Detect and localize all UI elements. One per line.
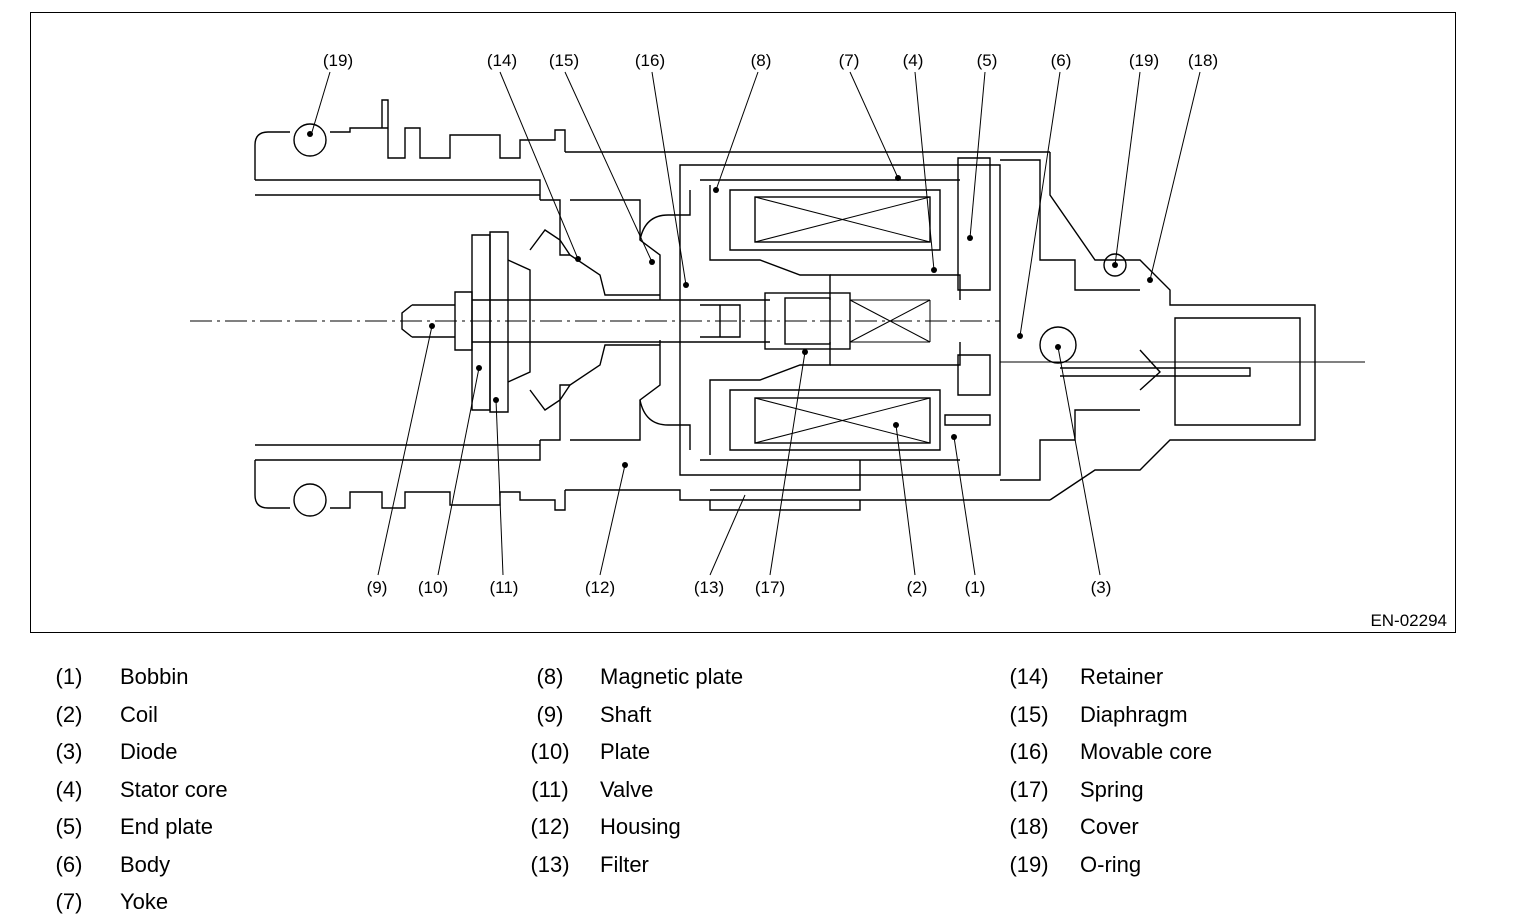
callout-14: (14) <box>487 51 517 70</box>
callout-8: (8) <box>751 51 772 70</box>
legend-label: Valve <box>600 776 654 802</box>
callouts-bottom: (9) (10) (11) (12) (13) (17) (2) (1) (3) <box>367 578 1112 597</box>
callout-5: (5) <box>977 51 998 70</box>
callout-18: (18) <box>1188 51 1218 70</box>
solenoid-valve-cross-section: (19) (14) (15) (16) (8) (7) (4) (5) (6) … <box>190 51 1447 630</box>
body-cover-connector <box>1000 152 1316 501</box>
legend-number: (18) <box>1009 814 1049 839</box>
callout-1: (1) <box>965 578 986 597</box>
callout-7: (7) <box>839 51 860 70</box>
legend-label: Housing <box>600 814 681 839</box>
callout-4: (4) <box>903 51 924 70</box>
legend-number: (7) <box>55 889 83 914</box>
legend-label: Cover <box>1080 814 1139 839</box>
legend-label: Filter <box>600 851 649 877</box>
legend-number: (4) <box>55 776 83 802</box>
legend-label: Body <box>120 851 171 877</box>
filter <box>709 460 861 511</box>
legend-number: (5) <box>55 814 83 839</box>
legend-label: Movable core <box>1080 739 1213 764</box>
shaft <box>401 291 770 351</box>
callout-17: (17) <box>755 578 785 597</box>
legend-number: (15) <box>1009 701 1049 727</box>
legend-label: Magnetic plate <box>600 664 744 689</box>
callouts-top: (19) (14) (15) (16) (8) (7) (4) (5) (6) … <box>323 51 1218 70</box>
legend-label: End plate <box>120 814 213 839</box>
legend-label: Diaphragm <box>1080 701 1188 727</box>
callout-15: (15) <box>549 51 579 70</box>
legend-label: Stator core <box>120 776 228 802</box>
figure-code: EN-02294 <box>1370 611 1447 630</box>
legend-number: (13) <box>530 851 570 877</box>
callout-16: (16) <box>635 51 665 70</box>
callout-19-left: (19) <box>323 51 353 70</box>
legend-label: O-ring <box>1080 851 1142 877</box>
legend-label: Spring <box>1080 776 1144 802</box>
legend-number: (9) <box>536 701 564 727</box>
legend-number: (3) <box>55 739 83 764</box>
callout-10: (10) <box>418 578 448 597</box>
legend-label: Coil <box>120 701 158 727</box>
callout-3: (3) <box>1091 578 1112 597</box>
legend-label: Retainer <box>1080 664 1164 689</box>
diaphragm <box>639 190 691 450</box>
o-rings <box>293 123 1127 517</box>
legend-number: (12) <box>530 814 570 839</box>
diagram-frame <box>30 12 1456 633</box>
callout-11: (11) <box>490 578 519 597</box>
callout-2: (2) <box>907 578 928 597</box>
retainer <box>529 229 660 411</box>
legend-number: (19) <box>1009 851 1049 877</box>
legend-label: Diode <box>120 739 178 764</box>
housing-outline <box>254 99 1050 511</box>
callout-12: (12) <box>585 578 615 597</box>
legend-label: Yoke <box>120 889 169 914</box>
legend-number: (11) <box>531 776 569 802</box>
callout-9: (9) <box>367 578 388 597</box>
callout-6: (6) <box>1051 51 1072 70</box>
plate-and-valve <box>471 231 531 413</box>
legend-label: Plate <box>600 739 651 764</box>
legend-number: (10) <box>530 739 570 764</box>
callout-13: (13) <box>694 578 724 597</box>
legend-number: (1) <box>55 664 83 689</box>
legend-number: (8) <box>536 664 564 689</box>
legend-number: (2) <box>55 701 83 727</box>
legend-label: Bobbin <box>120 664 189 689</box>
callout-19-right: (19) <box>1129 51 1159 70</box>
legend-number: (14) <box>1009 664 1049 689</box>
legend-number: (16) <box>1009 739 1049 764</box>
legend-number: (6) <box>55 851 83 877</box>
solenoid-assembly <box>679 157 1001 476</box>
legend-number: (17) <box>1009 776 1049 802</box>
legend-label: Shaft <box>600 701 652 727</box>
leader-lines <box>311 71 1201 576</box>
